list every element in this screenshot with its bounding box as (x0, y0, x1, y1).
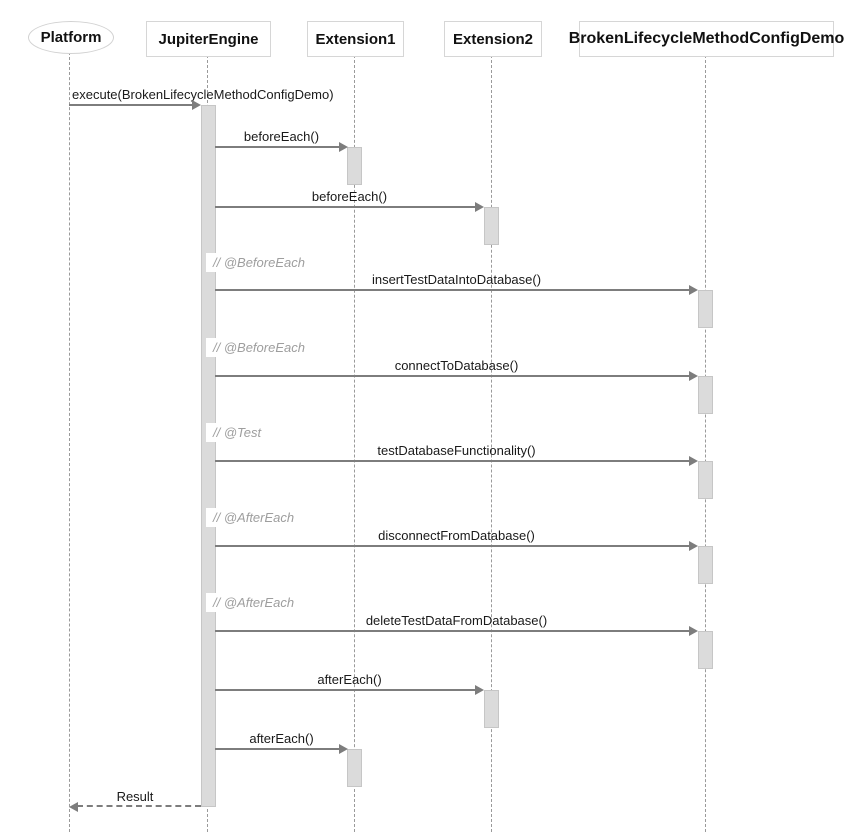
message-disconnectfromdatabase-label: disconnectFromDatabase() (378, 528, 535, 543)
message-beforeeach-ext2: beforeEach() (215, 189, 484, 212)
comment-aftereach-2: // @AfterEach (206, 593, 301, 612)
message-inserttestdata-label: insertTestDataIntoDatabase() (371, 272, 542, 287)
activation-jupiterengine (201, 105, 216, 807)
message-beforeeach-ext1-label: beforeEach() (243, 129, 320, 144)
message-inserttestdata: insertTestDataIntoDatabase() (215, 272, 698, 295)
activation-extension1-1 (347, 147, 362, 185)
arrowhead-right-icon (475, 685, 484, 695)
activation-demo-5 (698, 631, 713, 669)
lifeline-extension1 (354, 55, 355, 832)
message-beforeeach-ext2-line (215, 206, 477, 208)
message-execute: execute(BrokenLifecycleMethodConfigDemo) (69, 87, 334, 110)
message-aftereach-ext1-line (215, 748, 341, 750)
message-connecttodatabase: connectToDatabase() (215, 358, 698, 381)
arrowhead-right-icon (689, 371, 698, 381)
comment-beforeeach-2-text: // @BeforeEach (213, 340, 305, 355)
message-aftereach-ext2-line (215, 689, 477, 691)
arrowhead-left-icon (69, 802, 78, 812)
lifeline-platform (69, 52, 70, 832)
message-execute-label: execute(BrokenLifecycleMethodConfigDemo) (72, 87, 334, 102)
participant-brokenlifecyclemethodconfigdemo: BrokenLifecycleMethodConfigDemo (569, 21, 844, 57)
arrowhead-right-icon (339, 142, 348, 152)
activation-demo-2 (698, 376, 713, 414)
participant-extension1-label: Extension1 (315, 30, 396, 48)
message-disconnectfromdatabase: disconnectFromDatabase() (215, 528, 698, 551)
activation-demo-1 (698, 290, 713, 328)
comment-beforeeach-1-text: // @BeforeEach (213, 255, 305, 270)
lifeline-brokenlifecyclemethodconfigdemo (705, 55, 706, 832)
arrowhead-right-icon (689, 541, 698, 551)
arrowhead-right-icon (339, 744, 348, 754)
message-result-return: Result (69, 789, 201, 812)
message-testdatabasefunctionality-line (215, 460, 691, 462)
message-connecttodatabase-label: connectToDatabase() (394, 358, 519, 373)
message-execute-line (69, 104, 194, 106)
message-testdatabasefunctionality: testDatabaseFunctionality() (215, 443, 698, 466)
comment-test-text: // @Test (213, 425, 262, 440)
message-result-line (77, 805, 201, 807)
message-aftereach-ext1-label: afterEach() (249, 731, 314, 746)
participant-extension2-label: Extension2 (452, 30, 534, 48)
message-testdatabasefunctionality-label: testDatabaseFunctionality() (377, 443, 536, 458)
activation-demo-3 (698, 461, 713, 499)
message-aftereach-ext2-label: afterEach() (317, 672, 382, 687)
message-beforeeach-ext1-line (215, 146, 341, 148)
activation-extension2-1 (484, 207, 499, 245)
arrowhead-right-icon (689, 285, 698, 295)
participant-extension2: Extension2 (444, 21, 542, 57)
participant-platform-label: Platform (40, 29, 102, 46)
message-aftereach-ext2: afterEach() (215, 672, 484, 695)
message-beforeeach-ext2-label: beforeEach() (311, 189, 388, 204)
message-connecttodatabase-line (215, 375, 691, 377)
message-beforeeach-ext1: beforeEach() (215, 129, 348, 152)
message-result-label: Result (116, 789, 154, 804)
message-aftereach-ext1: afterEach() (215, 731, 348, 754)
comment-beforeeach-2: // @BeforeEach (206, 338, 311, 357)
participant-brokenlifecyclemethodconfigdemo-label: BrokenLifecycleMethodConfigDemo (568, 30, 845, 47)
participant-platform: Platform (28, 21, 114, 54)
activation-demo-4 (698, 546, 713, 584)
arrowhead-right-icon (689, 456, 698, 466)
arrowhead-right-icon (689, 626, 698, 636)
comment-aftereach-2-text: // @AfterEach (213, 595, 295, 610)
lifeline-extension2 (491, 55, 492, 832)
comment-test: // @Test (206, 423, 268, 442)
comment-aftereach-1-text: // @AfterEach (213, 510, 295, 525)
message-disconnectfromdatabase-line (215, 545, 691, 547)
message-deletetestdata: deleteTestDataFromDatabase() (215, 613, 698, 636)
activation-extension2-2 (484, 690, 499, 728)
arrowhead-right-icon (192, 100, 201, 110)
comment-aftereach-1: // @AfterEach (206, 508, 301, 527)
message-inserttestdata-line (215, 289, 691, 291)
message-deletetestdata-label: deleteTestDataFromDatabase() (365, 613, 548, 628)
participant-jupiterengine: JupiterEngine (146, 21, 271, 57)
participant-extension1: Extension1 (307, 21, 404, 57)
message-deletetestdata-line (215, 630, 691, 632)
comment-beforeeach-1: // @BeforeEach (206, 253, 311, 272)
arrowhead-right-icon (475, 202, 484, 212)
activation-extension1-2 (347, 749, 362, 787)
participant-jupiterengine-label: JupiterEngine (158, 30, 259, 48)
